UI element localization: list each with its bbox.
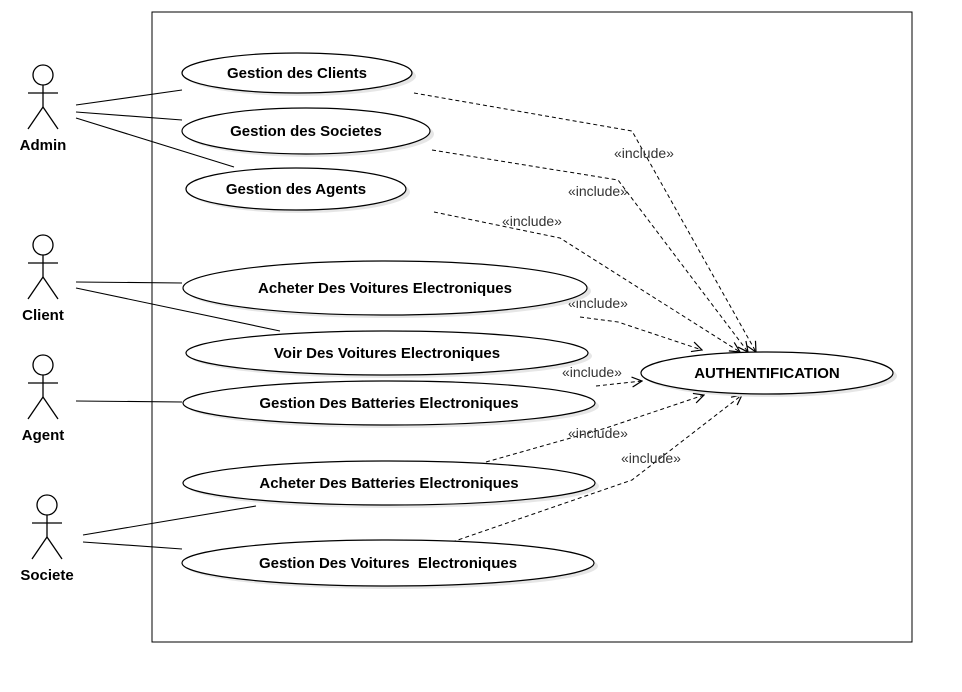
use-case-ellipse bbox=[181, 52, 413, 94]
actor-label: Agent bbox=[22, 427, 65, 444]
use-case-ellipse bbox=[181, 539, 595, 587]
include-line-gestion-clients bbox=[413, 92, 756, 352]
stick-figure-icon bbox=[31, 494, 63, 560]
stick-figure-icon bbox=[27, 64, 59, 130]
use-case-gestion-agents[interactable]: Gestion des Agents bbox=[185, 167, 410, 213]
use-case-ellipse bbox=[182, 460, 596, 506]
include-label-acheter-voitures: «include» bbox=[568, 295, 628, 311]
actor-label: Societe bbox=[20, 567, 73, 584]
include-label-gestion-societes: «include» bbox=[568, 183, 628, 199]
stick-figure-icon bbox=[27, 354, 59, 420]
use-case-label: Acheter Des Batteries Electroniques bbox=[259, 475, 518, 492]
include-labels: «include» «include» «include» «include» … bbox=[502, 145, 681, 466]
actor-societe[interactable]: Societe bbox=[20, 494, 74, 584]
actor-client[interactable]: Client bbox=[22, 234, 64, 324]
include-line-acheter-voitures bbox=[579, 316, 702, 350]
association-societe-acheter-batteries bbox=[82, 505, 257, 536]
use-case-gestion-clients[interactable]: Gestion des Clients bbox=[181, 52, 416, 96]
include-line-gestion-batteries bbox=[595, 381, 642, 386]
use-case-ellipse bbox=[181, 107, 431, 155]
use-case-ellipse bbox=[182, 380, 596, 426]
include-relations bbox=[413, 92, 756, 543]
association-agent-gestion-batteries bbox=[75, 400, 183, 403]
use-case-ellipse bbox=[182, 260, 588, 316]
include-line-gestion-voitures bbox=[451, 395, 742, 543]
include-label-gestion-batteries: «include» bbox=[562, 364, 622, 380]
association-admin-gestion-clients bbox=[75, 89, 183, 106]
association-client-acheter-voitures bbox=[75, 281, 183, 284]
use-case-label: Gestion des Societes bbox=[230, 123, 382, 140]
use-case-authentification[interactable]: AUTHENTIFICATION bbox=[640, 351, 897, 397]
use-case-label: AUTHENTIFICATION bbox=[694, 365, 840, 382]
actor-admin[interactable]: Admin bbox=[20, 64, 67, 154]
use-case-acheter-batteries[interactable]: Acheter Des Batteries Electroniques bbox=[182, 460, 599, 508]
association-admin-gestion-societes bbox=[75, 111, 183, 121]
include-label-acheter-batteries: «include» bbox=[568, 425, 628, 441]
use-case-gestion-societes[interactable]: Gestion des Societes bbox=[181, 107, 434, 157]
actor-label: Admin bbox=[20, 137, 67, 154]
association-client-voir-voitures bbox=[75, 287, 281, 332]
stick-figure-icon bbox=[27, 234, 59, 300]
use-case-voir-voitures[interactable]: Voir Des Voitures Electroniques bbox=[185, 330, 592, 378]
actor-label: Client bbox=[22, 307, 64, 324]
include-line-gestion-agents bbox=[433, 211, 740, 352]
use-case-label: Voir Des Voitures Electroniques bbox=[274, 345, 500, 362]
use-case-ellipse bbox=[640, 351, 894, 395]
use-case-ellipse bbox=[185, 330, 589, 376]
include-label-gestion-clients: «include» bbox=[614, 145, 674, 161]
use-case-acheter-voitures[interactable]: Acheter Des Voitures Electroniques bbox=[182, 260, 591, 318]
association-admin-gestion-agents bbox=[75, 117, 235, 168]
association-societe-gestion-voitures bbox=[82, 541, 183, 550]
include-line-gestion-societes bbox=[431, 149, 748, 352]
include-label-gestion-agents: «include» bbox=[502, 213, 562, 229]
use-case-ellipse bbox=[185, 167, 407, 211]
use-case-gestion-voitures[interactable]: Gestion Des Voitures Electroniques bbox=[181, 539, 598, 589]
use-case-label: Gestion des Agents bbox=[226, 181, 366, 198]
include-label-gestion-voitures: «include» bbox=[621, 450, 681, 466]
actor-agent[interactable]: Agent bbox=[22, 354, 65, 444]
associations bbox=[75, 89, 281, 550]
use-case-label: Gestion Des Voitures Electroniques bbox=[259, 555, 517, 572]
use-case-gestion-batteries[interactable]: Gestion Des Batteries Electroniques bbox=[182, 380, 599, 428]
use-case-label: Acheter Des Voitures Electroniques bbox=[258, 280, 512, 297]
use-case-label: Gestion Des Batteries Electroniques bbox=[259, 395, 518, 412]
use-case-label: Gestion des Clients bbox=[227, 65, 367, 82]
